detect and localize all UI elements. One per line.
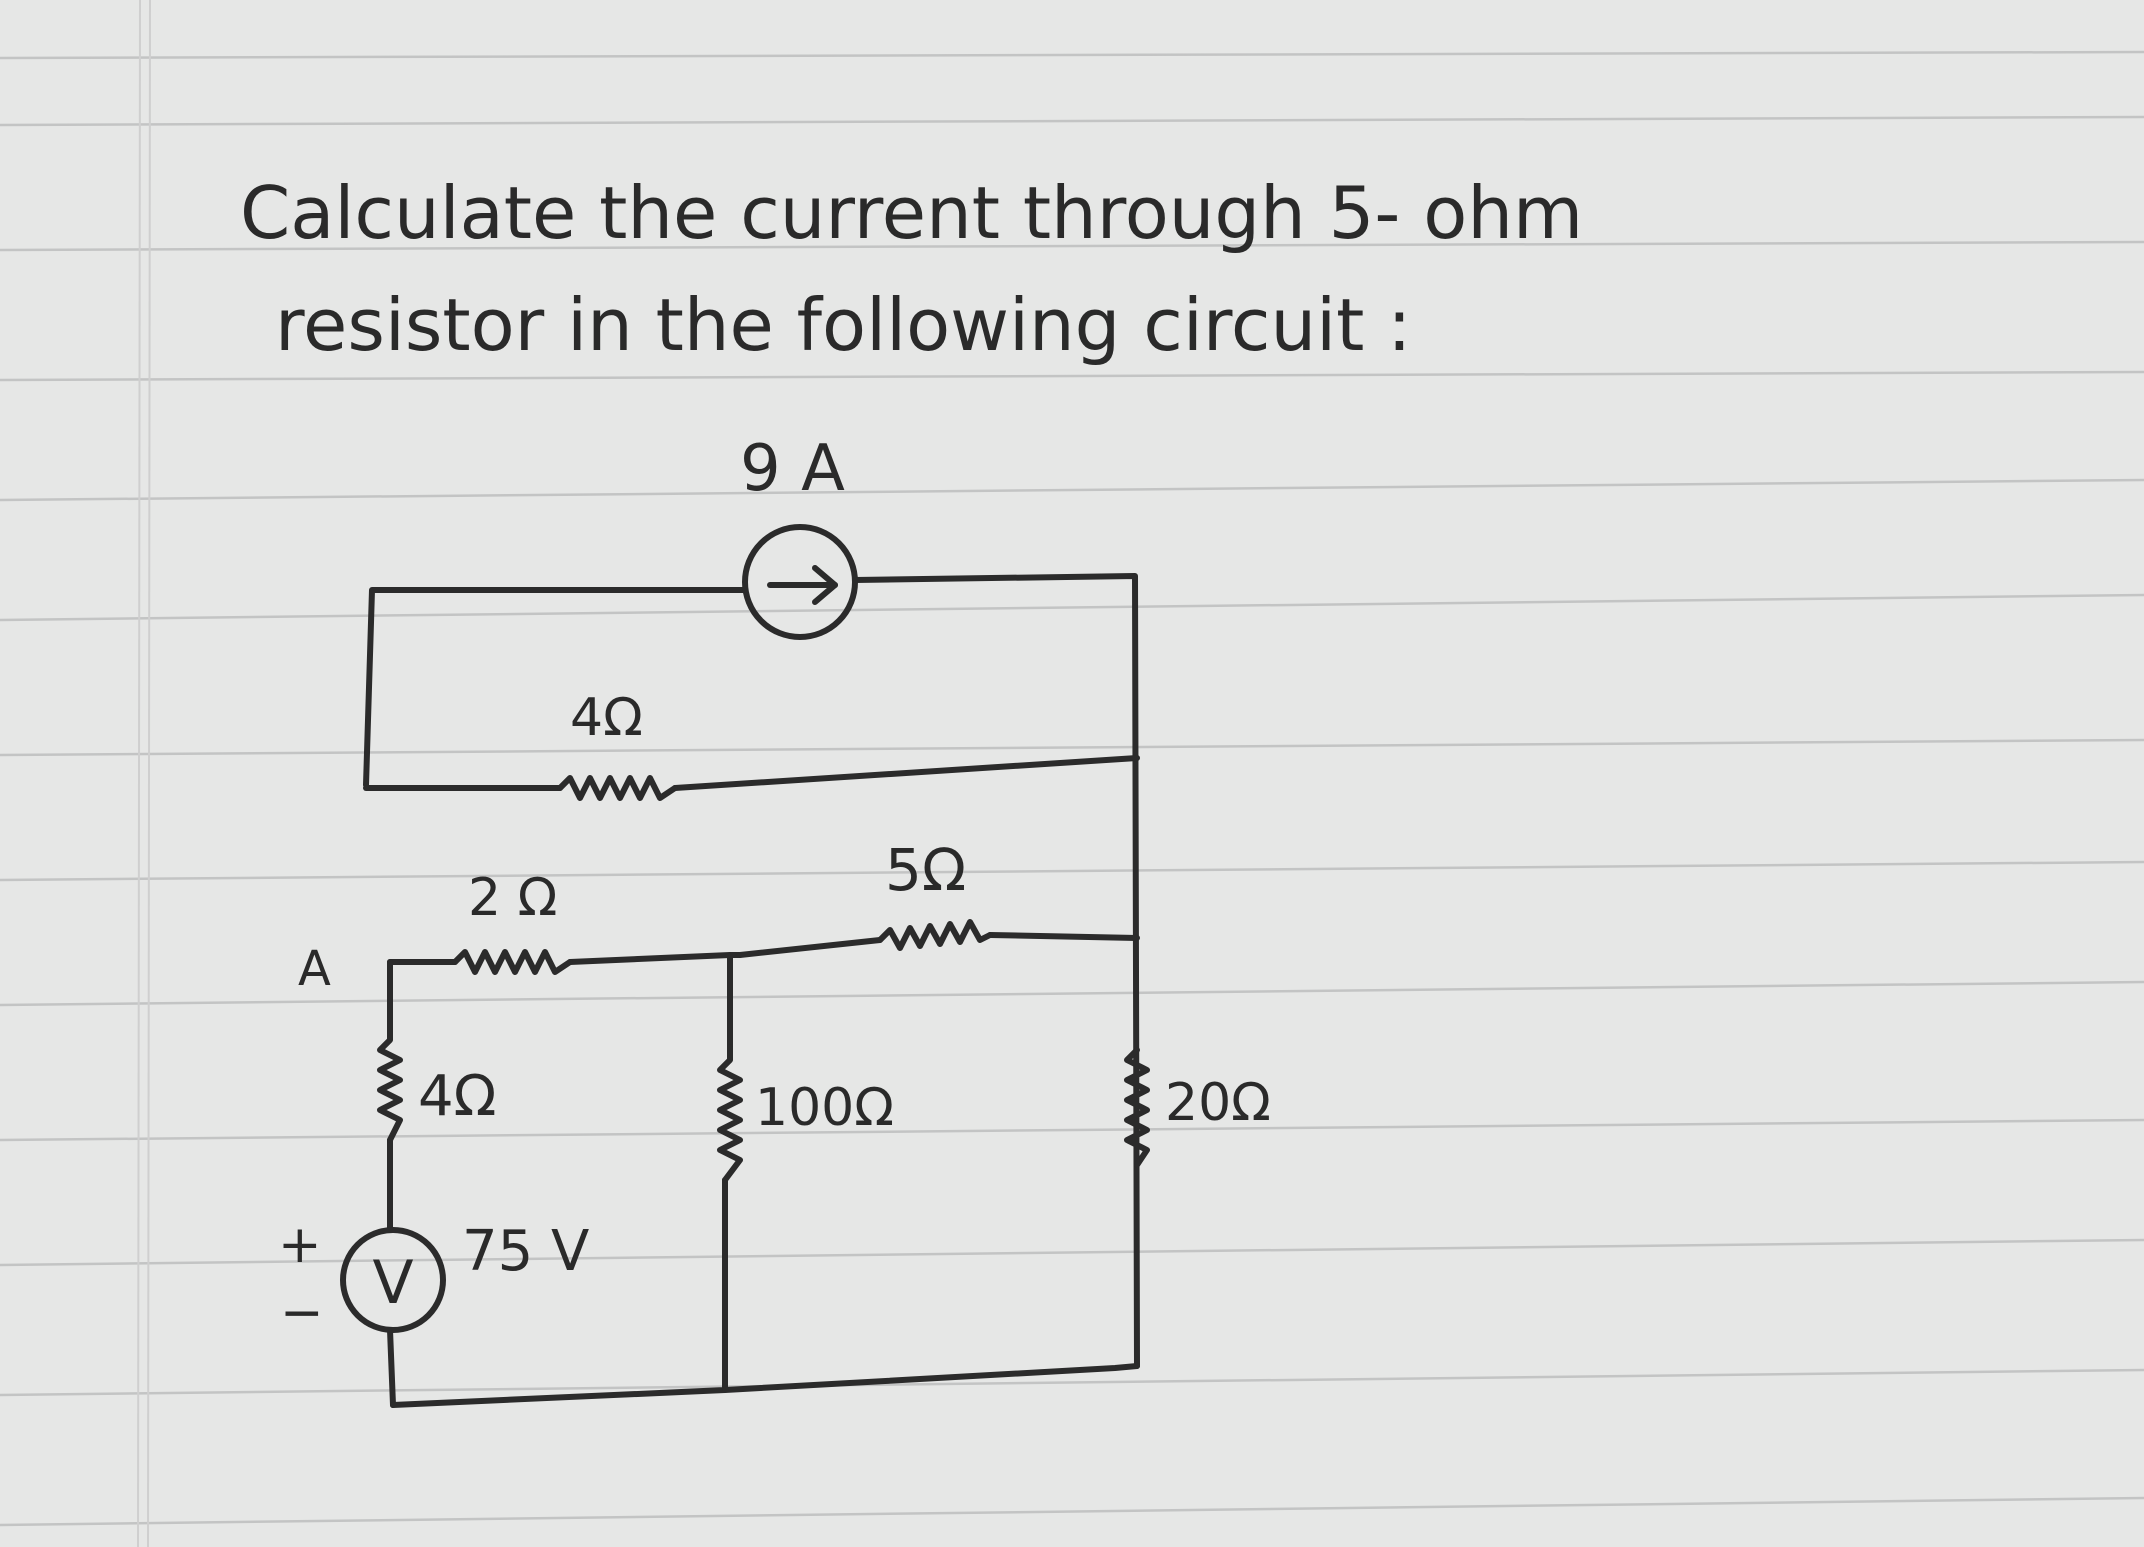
current-source: 9 A [740, 432, 858, 640]
node-a-label: A [298, 941, 331, 997]
minus-sign: − [280, 1283, 324, 1343]
resistor-100ohm: 100Ω [717, 1044, 894, 1183]
resistor-top: 4Ω [557, 688, 678, 801]
plus-sign: + [278, 1215, 322, 1275]
resistor-top-label: 4Ω [570, 688, 643, 748]
resistor-20ohm: 20Ω [1124, 1047, 1271, 1168]
resistor-2ohm-label: 2 Ω [468, 868, 557, 928]
resistor-20ohm-label: 20Ω [1165, 1073, 1271, 1133]
question-line-2: resistor in the following circuit : [275, 283, 1411, 367]
voltage-source-symbol: V [372, 1248, 413, 1318]
resistor-5ohm-label: 5Ω [885, 836, 966, 904]
resistor-left: 4Ω [377, 959, 496, 1143]
voltage-source: V 75 V + − [278, 1215, 589, 1343]
circuit-wires [363, 573, 1140, 1408]
question-line-1: Calculate the current through 5- ohm [240, 171, 1583, 255]
resistor-left-label: 4Ω [418, 1064, 496, 1129]
resistor-2ohm: 2 Ω [452, 868, 573, 975]
resistor-100ohm-label: 100Ω [755, 1078, 894, 1138]
voltage-source-label: 75 V [462, 1219, 589, 1284]
resistor-5ohm: 5Ω [877, 836, 993, 951]
current-source-label: 9 A [740, 432, 845, 506]
